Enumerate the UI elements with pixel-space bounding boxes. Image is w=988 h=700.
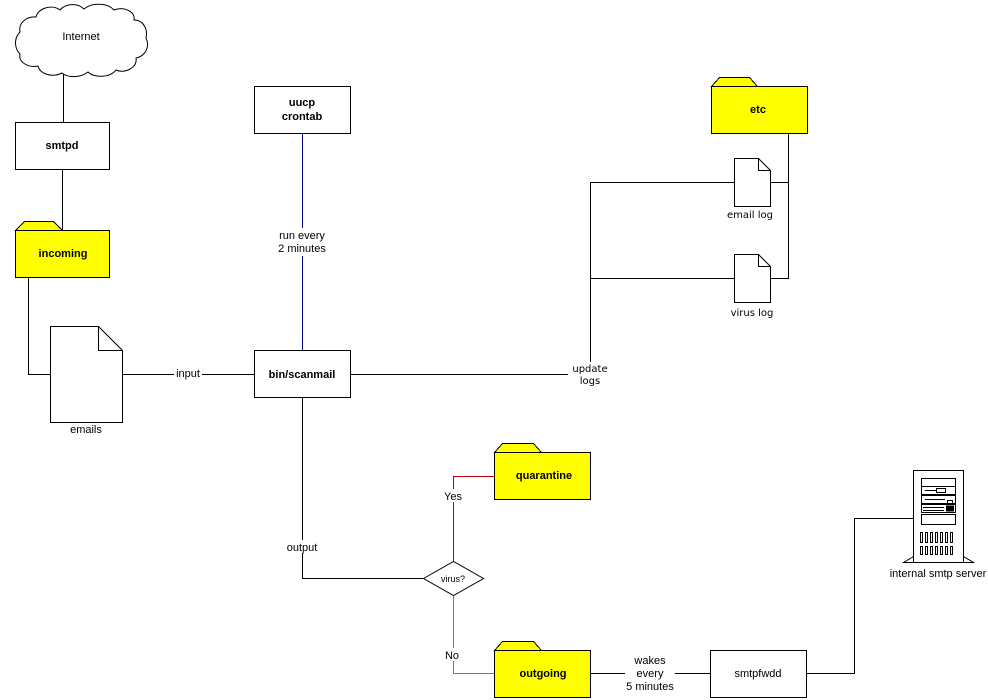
node-outgoing[interactable]: outgoing [493, 641, 591, 698]
node-uucp-label-line2: crontab [282, 111, 323, 123]
edge-smtpfwdd-server [806, 518, 914, 674]
folder-icon [493, 641, 543, 651]
edge-label-yes: Yes [444, 491, 462, 503]
edge-label-wakes-line3: 5 minutes [626, 681, 674, 693]
folder-icon [710, 77, 759, 87]
edge-label-update-logs-line2: logs [580, 376, 600, 387]
node-etc-label: etc [750, 104, 766, 116]
edge-label-input: input [176, 368, 200, 380]
document-icon [734, 158, 771, 207]
node-quarantine[interactable]: quarantine [493, 443, 591, 500]
node-internet-label: Internet [62, 31, 99, 43]
edge-update-logs-bus [590, 182, 735, 362]
node-email-log-label: email log [727, 210, 773, 221]
node-internal-server[interactable]: internal smtp server [890, 470, 987, 581]
edge-label-cron-line1: run every [279, 230, 325, 242]
node-virus-log-label: virus log [731, 308, 774, 319]
node-smtpd-label: smtpd [46, 140, 79, 152]
edge-etc-logs [771, 134, 789, 279]
edge-label-no: No [445, 650, 459, 662]
node-smtpd[interactable]: smtpd [15, 122, 110, 170]
node-smtpfwdd-label: smtpfwdd [734, 668, 781, 680]
node-uucp-label-line1: uucp [289, 97, 316, 109]
edge-label-update-logs-line1: update [572, 364, 607, 375]
decision-diamond [422, 560, 485, 597]
edge-incoming-emails [28, 278, 51, 375]
edge-label-cron-line2: 2 minutes [278, 243, 326, 255]
node-virus-log[interactable]: virus log [731, 254, 774, 320]
folder-icon [493, 443, 543, 453]
edge-label-wakes-line1: wakes [633, 655, 666, 667]
server-vents [920, 532, 953, 555]
node-internal-server-label: internal smtp server [890, 568, 987, 580]
document-icon [734, 254, 771, 303]
server-tower-icon [901, 470, 976, 563]
cloud-icon [15, 3, 149, 78]
node-incoming[interactable]: incoming [14, 221, 110, 278]
node-emails-label: emails [70, 424, 102, 436]
document-icon [50, 326, 123, 423]
node-outgoing-label: outgoing [519, 668, 566, 680]
node-scanmail-label: bin/scanmail [269, 369, 336, 381]
node-smtpfwdd[interactable]: smtpfwdd [710, 650, 807, 698]
folder-icon [14, 221, 64, 231]
node-uucp-crontab[interactable]: uucp crontab [254, 86, 351, 134]
edge-scanmail-decision [302, 398, 423, 579]
edge-decision-outgoing [453, 596, 494, 674]
node-emails[interactable]: emails [50, 326, 123, 437]
edge-label-wakes-line2: every [637, 668, 664, 680]
node-email-log[interactable]: email log [727, 158, 773, 222]
node-internet[interactable]: Internet [15, 3, 149, 78]
node-scanmail[interactable]: bin/scanmail [254, 350, 351, 398]
edge-label-output: output [287, 542, 318, 554]
node-incoming-label: incoming [39, 248, 88, 260]
node-quarantine-label: quarantine [516, 470, 572, 482]
node-virus-decision[interactable]: virus? [422, 560, 485, 597]
node-etc[interactable]: etc [710, 77, 808, 134]
node-virus-decision-label: virus? [441, 574, 465, 584]
edge-decision-quarantine [453, 476, 495, 561]
